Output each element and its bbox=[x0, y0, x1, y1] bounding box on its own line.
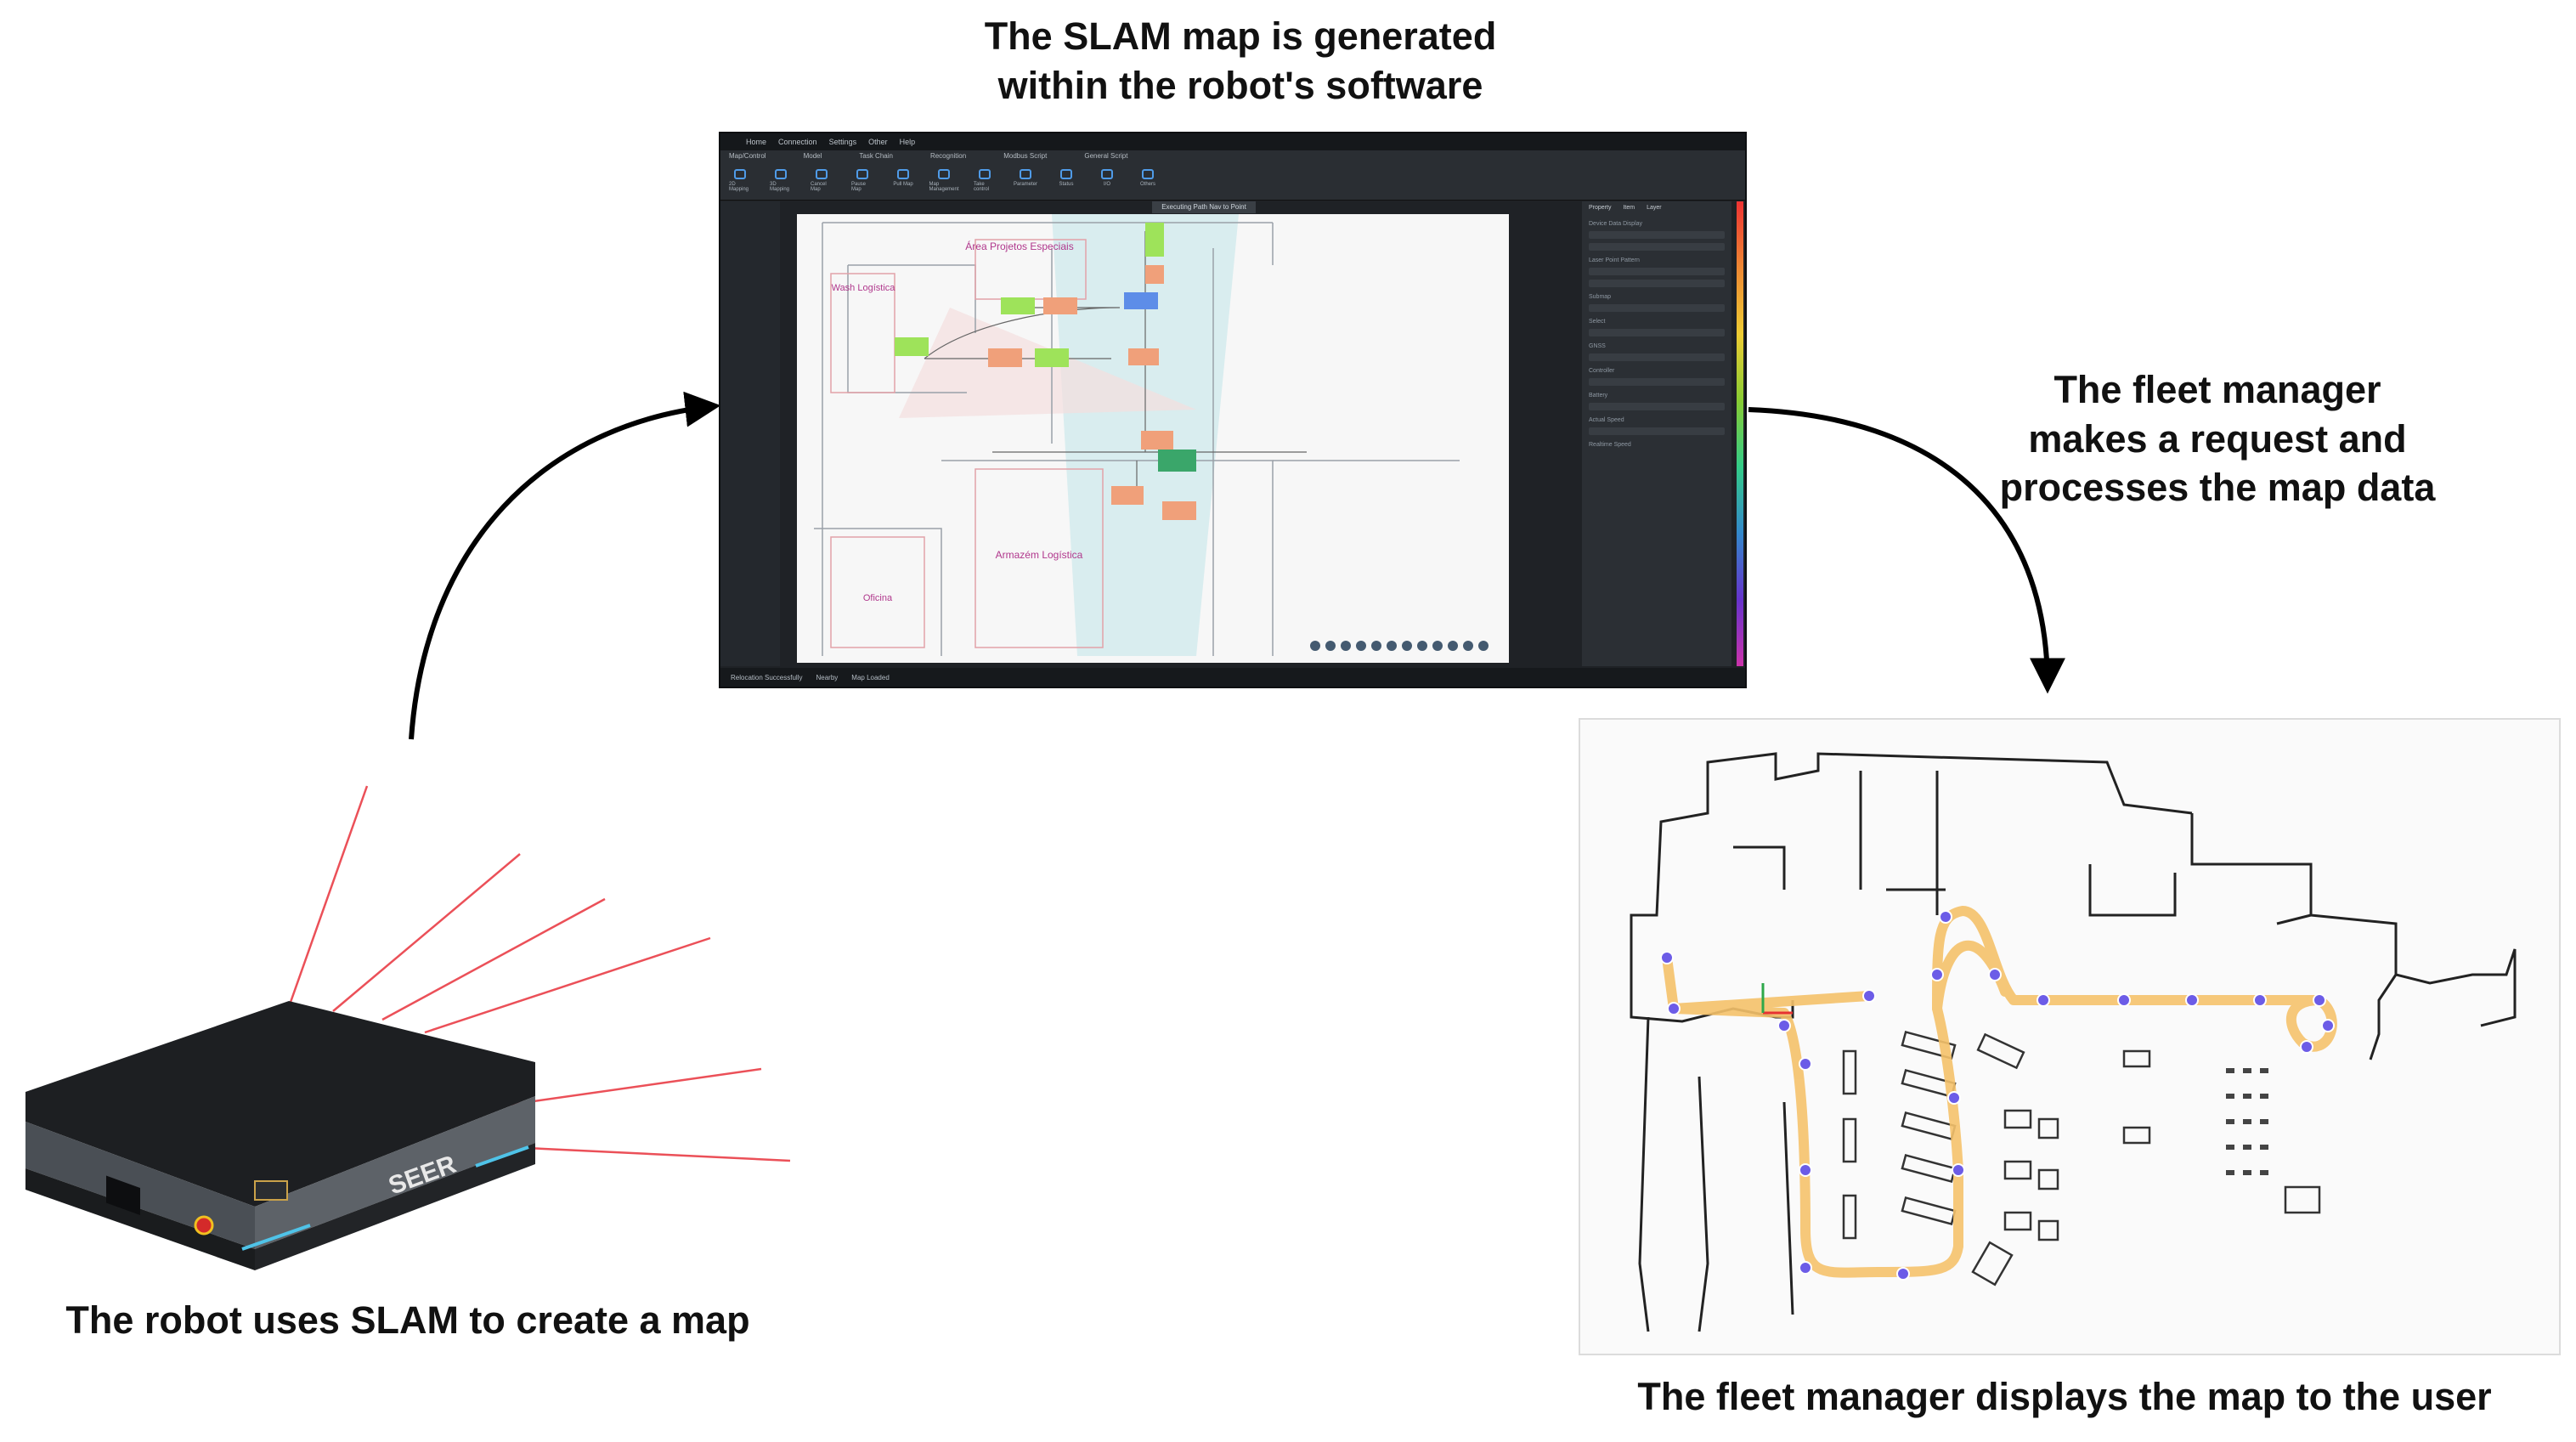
panel-row bbox=[1589, 427, 1725, 435]
slam-map-canvas[interactable]: Área Projetos Especiais Wash Logística A… bbox=[797, 214, 1509, 663]
tab-layer[interactable]: Layer bbox=[1647, 205, 1662, 211]
menu-help[interactable]: Help bbox=[899, 138, 916, 146]
software-menubar: Home Connection Settings Other Help bbox=[720, 133, 1745, 150]
map-view-controls[interactable] bbox=[1310, 641, 1489, 651]
section-select: Select bbox=[1589, 319, 1606, 325]
robot-pose-marker bbox=[1761, 983, 1793, 1015]
menu-connection[interactable]: Connection bbox=[778, 138, 817, 146]
fleet-manager-map-view[interactable] bbox=[1579, 718, 2561, 1355]
slam-map-drawing: Área Projetos Especiais Wash Logística A… bbox=[797, 214, 1509, 663]
panel-row bbox=[1589, 378, 1725, 386]
map-racks bbox=[2226, 1068, 2268, 1175]
section-gnss: GNSS bbox=[1589, 343, 1606, 349]
map-label-wash: Wash Logística bbox=[832, 283, 896, 293]
panel-row[interactable] bbox=[1589, 304, 1725, 312]
robot-caption: The robot uses SLAM to create a map bbox=[65, 1298, 750, 1342]
map-label-armazem: Armazém Logística bbox=[996, 549, 1083, 561]
mapping-3d-icon bbox=[775, 169, 787, 179]
color-scale-bar bbox=[1737, 201, 1743, 666]
status-map-loaded: Map Loaded bbox=[851, 673, 890, 681]
map-stations bbox=[895, 223, 1196, 520]
slam-caption: The SLAM map is generated within the rob… bbox=[867, 12, 1614, 110]
menu-settings[interactable]: Settings bbox=[828, 138, 857, 146]
panel-row[interactable] bbox=[1589, 329, 1725, 336]
pause-icon bbox=[856, 169, 868, 179]
download-icon bbox=[897, 169, 909, 179]
fleet-caption-line1: The fleet manager bbox=[2053, 368, 2381, 411]
section-device-data: Device Data Display bbox=[1589, 221, 1643, 227]
control-icon bbox=[979, 169, 991, 179]
btn-pull-map[interactable]: Pull Map bbox=[892, 169, 914, 193]
laser-beams bbox=[287, 785, 791, 1162]
toolbar-group-general-script[interactable]: General Script bbox=[1084, 152, 1128, 160]
software-left-sidebar bbox=[720, 201, 780, 666]
section-submap: Submap bbox=[1589, 294, 1612, 300]
btn-3d-mapping[interactable]: 3D Mapping bbox=[770, 169, 792, 193]
btn-io[interactable]: I/O bbox=[1096, 169, 1118, 193]
btn-pause-map[interactable]: Pause Map bbox=[851, 169, 873, 193]
software-toolbar: Map/Control Model Task Chain Recognition… bbox=[720, 150, 1745, 201]
status-nearby: Nearby bbox=[816, 673, 839, 681]
robot-software-window: Home Connection Settings Other Help Map/… bbox=[719, 132, 1747, 688]
menu-home[interactable]: Home bbox=[746, 138, 767, 146]
panel-row[interactable] bbox=[1589, 280, 1725, 287]
toolbar-group-map-control[interactable]: Map/Control bbox=[729, 152, 766, 160]
panel-row[interactable] bbox=[1589, 353, 1725, 361]
slam-caption-line1: The SLAM map is generated bbox=[984, 14, 1497, 58]
map-icon bbox=[938, 169, 950, 179]
display-caption: The fleet manager displays the map to th… bbox=[1637, 1375, 2492, 1418]
section-realtime-speed: Realtime Speed bbox=[1589, 442, 1631, 448]
fleet-request-caption: The fleet manager makes a request and pr… bbox=[1954, 365, 2481, 512]
section-controller: Controller bbox=[1589, 368, 1615, 374]
fleet-caption-line3: processes the map data bbox=[1999, 466, 2436, 510]
panel-row[interactable] bbox=[1589, 268, 1725, 275]
software-property-panel: Property Item Layer Device Data Display … bbox=[1582, 201, 1731, 666]
btn-status[interactable]: Status bbox=[1055, 169, 1077, 193]
slam-caption-line2: within the robot's software bbox=[997, 63, 1483, 107]
status-relocation: Relocation Successfully bbox=[731, 673, 803, 681]
arrow-software-to-fleet bbox=[1748, 407, 2065, 694]
tab-property[interactable]: Property bbox=[1589, 205, 1612, 211]
software-statusbar: Relocation Successfully Nearby Map Loade… bbox=[720, 668, 1745, 687]
others-icon bbox=[1142, 169, 1154, 179]
map-obstacles bbox=[1842, 1030, 2321, 1286]
section-battery: Battery bbox=[1589, 393, 1608, 399]
toolbar-group-task-chain[interactable]: Task Chain bbox=[859, 152, 893, 160]
panel-row[interactable] bbox=[1589, 231, 1725, 239]
map-label-projetos: Área Projetos Especiais bbox=[965, 240, 1073, 252]
btn-cancel-map[interactable]: Cancel Map bbox=[811, 169, 833, 193]
section-laser-point: Laser Point Pattern bbox=[1589, 257, 1640, 263]
toolbar-group-modbus[interactable]: Modbus Script bbox=[1003, 152, 1048, 160]
toolbar-group-recognition[interactable]: Recognition bbox=[929, 152, 967, 160]
btn-take-control[interactable]: Take control bbox=[974, 169, 996, 193]
panel-row bbox=[1589, 403, 1725, 410]
fleet-map-drawing bbox=[1630, 752, 2517, 1332]
io-icon bbox=[1101, 169, 1113, 179]
btn-parameter[interactable]: Parameter bbox=[1014, 169, 1037, 193]
fleet-caption-line2: makes a request and bbox=[2028, 416, 2407, 461]
tab-item[interactable]: Item bbox=[1623, 205, 1635, 211]
map-label-oficina: Oficina bbox=[863, 593, 893, 603]
fleet-route bbox=[1662, 906, 2337, 1278]
route-nodes[interactable] bbox=[1660, 910, 2335, 1281]
cancel-icon bbox=[816, 169, 828, 179]
arrow-robot-to-software bbox=[409, 391, 721, 740]
parameter-icon bbox=[1020, 169, 1031, 179]
toolbar-group-model[interactable]: Model bbox=[803, 152, 822, 160]
menu-other[interactable]: Other bbox=[868, 138, 888, 146]
panel-row[interactable] bbox=[1589, 243, 1725, 251]
btn-2d-mapping[interactable]: 2D Mapping bbox=[729, 169, 751, 193]
status-icon bbox=[1060, 169, 1072, 179]
mapping-icon bbox=[734, 169, 746, 179]
btn-map-management[interactable]: Map Management bbox=[929, 169, 959, 193]
robot-illustration bbox=[25, 1001, 535, 1270]
navigation-banner: Executing Path Nav to Point bbox=[1152, 201, 1256, 213]
section-actual-speed: Actual Speed bbox=[1589, 417, 1624, 423]
btn-others[interactable]: Others bbox=[1137, 169, 1159, 193]
map-walls bbox=[1630, 752, 2517, 1332]
